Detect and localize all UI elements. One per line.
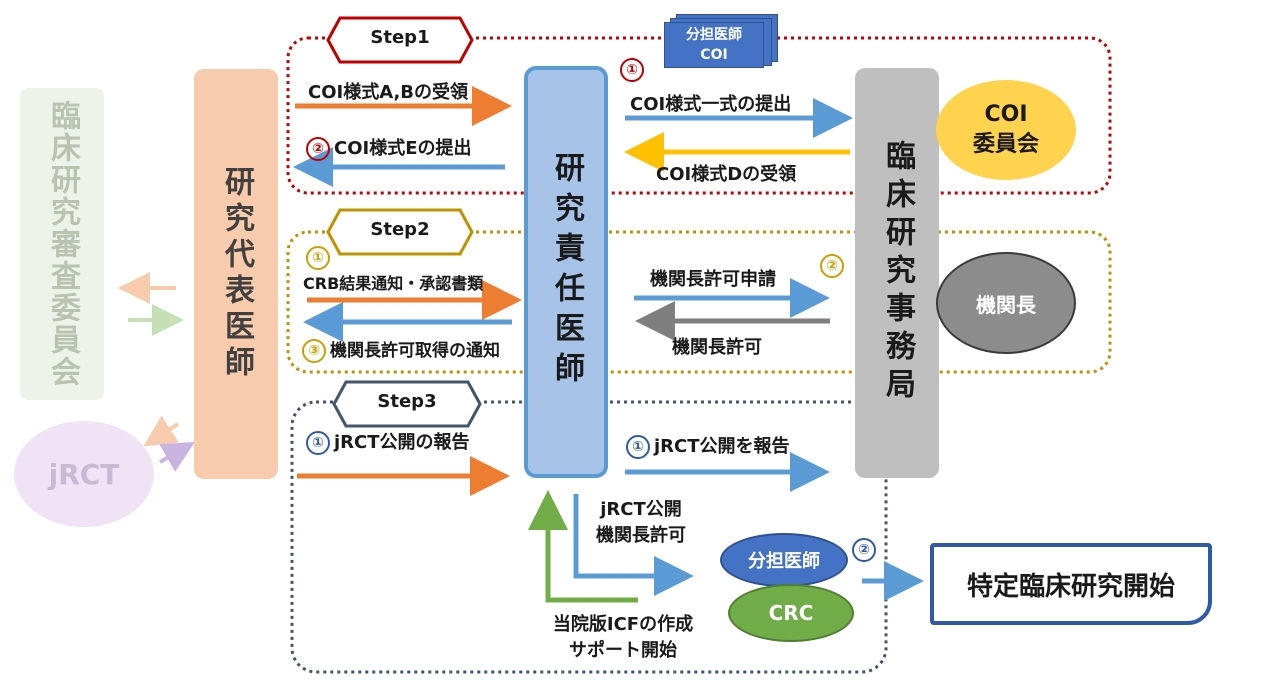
sub-doctor-label: 分担医師 xyxy=(748,551,820,572)
pi-representative-box: 研究代表医師 xyxy=(194,69,278,479)
director-label: 機関長 xyxy=(976,292,1036,317)
pi-representative-label: 研究代表医師 xyxy=(219,166,254,382)
crc-label: CRC xyxy=(768,601,814,625)
director-ellipse: 機関長 xyxy=(936,252,1076,354)
coi-committee-label: COI 委員会 xyxy=(972,102,1039,157)
step1-tag: Step1 xyxy=(370,27,430,48)
research-office-box: 臨床研究事務局 xyxy=(855,68,939,478)
coi-document-label: 分担医師 COI xyxy=(664,22,764,68)
ethics-committee-box: 臨床研究審査委員会 xyxy=(20,88,104,400)
step1-num1-badge: ① xyxy=(620,58,648,82)
label-public-permit: jRCT公開 機関長許可 xyxy=(596,499,686,546)
arrow-faded-3 xyxy=(143,415,180,447)
arrow-icf xyxy=(528,490,638,603)
step2-num1-badge: ① xyxy=(306,246,334,270)
label-coi-d: COI様式Dの受領 xyxy=(656,164,797,185)
coi-committee-ellipse: COI 委員会 xyxy=(936,80,1076,180)
label-coi-ab: COI様式A,Bの受領 xyxy=(308,82,469,103)
jrct-ellipse: jRCT xyxy=(14,421,154,527)
coi-document-stack: 分担医師 COI xyxy=(664,14,778,70)
study-start-box: 特定臨床研究開始 xyxy=(930,543,1212,625)
step3-tag: Step3 xyxy=(377,391,437,412)
label-crb: CRB結果通知・承認書類 xyxy=(303,274,484,293)
step2-tag: Step2 xyxy=(370,219,430,240)
step2-tag-shape xyxy=(326,208,474,256)
jrct-label: jRCT xyxy=(48,457,120,491)
label-apply: 機関長許可申請 xyxy=(650,269,776,290)
arrow-public-permit xyxy=(573,494,694,596)
step3-num2-badge: ② xyxy=(852,538,880,562)
step1-tag-shape xyxy=(326,16,474,64)
step3-tag-shape xyxy=(332,380,482,428)
crc-ellipse: CRC xyxy=(728,584,854,642)
step1-frame xyxy=(286,36,1112,195)
step2-frame xyxy=(286,230,1112,374)
research-office-label: 臨床研究事務局 xyxy=(880,140,915,406)
principal-investigator-label: 研究責任医師 xyxy=(549,152,584,392)
step2-num2-badge: ② xyxy=(820,254,848,278)
principal-investigator-box: 研究責任医師 xyxy=(524,66,608,478)
sub-doctor-ellipse: 分担医師 xyxy=(720,533,848,587)
label-permit: 機関長許可 xyxy=(672,337,762,358)
ethics-committee-label: 臨床研究審査委員会 xyxy=(45,100,80,388)
label-coi-all: COI様式一式の提出 xyxy=(630,94,792,115)
study-start-label: 特定臨床研究開始 xyxy=(966,571,1175,602)
label-icf: 当院版ICFの作成 サポート開始 xyxy=(552,614,694,661)
arrow-faded-4 xyxy=(159,442,195,472)
